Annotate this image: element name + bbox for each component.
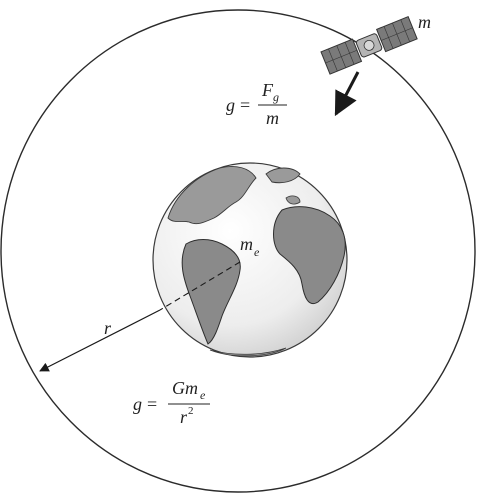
- earth-mass-subscript: e: [254, 245, 260, 259]
- landmass-antarctica: [209, 347, 287, 357]
- earth-mass-label: m e: [240, 234, 260, 259]
- formula-bottom-lhs: g: [133, 394, 142, 414]
- formula-top-numerator: F: [261, 80, 274, 100]
- satellite-icon: [320, 15, 418, 75]
- orbit-circle: [0, 9, 476, 493]
- satellite-mass-label: m: [418, 12, 431, 32]
- landmass-greenland: [265, 167, 301, 184]
- formula-bottom-denominator: r: [180, 407, 188, 427]
- formula-bottom-numerator-sub: e: [200, 388, 206, 402]
- formula-weight-per-mass: g = F g m: [226, 80, 287, 128]
- landmass-island: [285, 195, 301, 205]
- formula-top-denominator: m: [266, 108, 279, 128]
- landmass-south-america: [181, 239, 241, 345]
- landmass-north-america: [167, 166, 257, 225]
- formula-top-numerator-sub: g: [273, 90, 279, 104]
- radius-label: r: [104, 318, 112, 338]
- earth-mass-symbol: m: [240, 234, 253, 254]
- formula-bottom-equals: =: [147, 394, 157, 414]
- radius-arrow: [39, 309, 161, 372]
- formula-gravitational-field: g = Gm e r 2: [133, 378, 210, 427]
- formula-top-equals: =: [240, 95, 250, 115]
- landmass-africa: [273, 206, 346, 304]
- formula-top-lhs: g: [226, 95, 235, 115]
- earth-icon: [152, 162, 348, 358]
- formula-bottom-numerator: Gm: [172, 378, 198, 398]
- radius-line-dashed: [159, 261, 241, 311]
- gravity-force-arrow: [334, 71, 360, 117]
- formula-bottom-denominator-sup: 2: [188, 405, 194, 417]
